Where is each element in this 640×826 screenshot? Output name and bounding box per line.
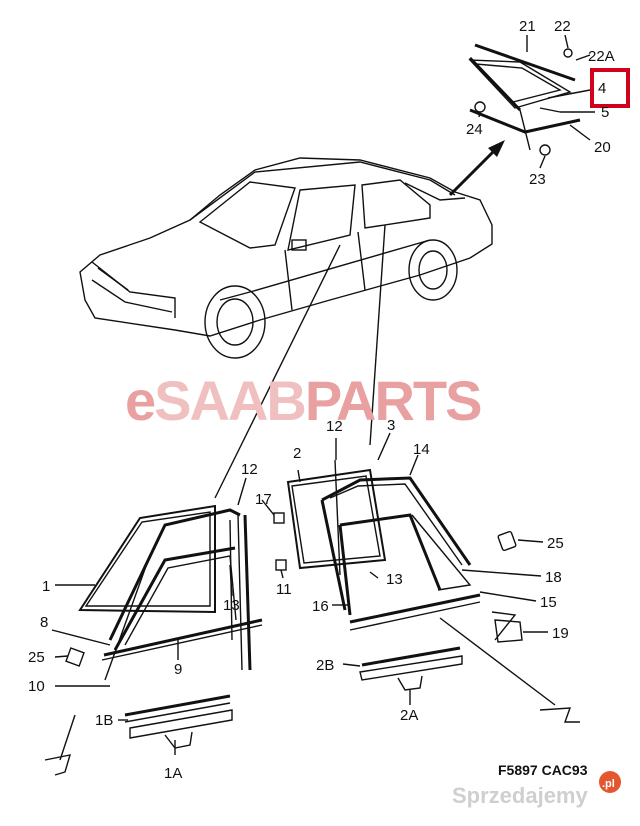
callout-16: 16	[312, 598, 329, 615]
callout-18: 18	[545, 569, 562, 586]
callout-14: 14	[413, 441, 430, 458]
callout-25-front: 25	[28, 649, 45, 666]
watermark-parts: PARTS	[305, 369, 481, 432]
callout-2a: 2A	[400, 707, 418, 724]
callout-1: 1	[42, 578, 50, 595]
callout-25-rear: 25	[547, 535, 564, 552]
watermark-logo: eSAABPARTS	[125, 369, 481, 432]
callout-5: 5	[601, 104, 609, 121]
callout-13-front: 13	[223, 597, 240, 614]
rear-door-window-group	[286, 459, 580, 723]
watermark-e: e	[125, 369, 155, 432]
callout-2b: 2B	[316, 657, 334, 674]
callout-22a: 22A	[588, 48, 615, 65]
seller-watermark: Sprzedajemy	[452, 783, 588, 808]
callout-15: 15	[540, 594, 557, 611]
callout-20: 20	[594, 139, 611, 156]
callout-21: 21	[519, 18, 536, 35]
callout-13-rear: 13	[386, 571, 403, 588]
callout-2: 2	[293, 445, 301, 462]
callout-11: 11	[276, 581, 292, 598]
callout-17: 17	[255, 491, 272, 508]
callout-19: 19	[552, 625, 569, 642]
callout-1a: 1A	[164, 765, 182, 782]
callout-23: 23	[529, 171, 546, 188]
callout-12-rear: 12	[326, 418, 343, 435]
callout-4-highlight-box	[590, 68, 630, 108]
callout-12-front: 12	[241, 461, 258, 478]
callout-22: 22	[554, 18, 571, 35]
car-illustration	[79, 157, 493, 359]
drawing-code: F5897 CAC93	[498, 762, 588, 778]
callout-3: 3	[387, 417, 395, 434]
seller-badge-circle	[599, 771, 621, 793]
callout-9: 9	[174, 661, 182, 678]
callout-24: 24	[466, 121, 483, 138]
arrow-to-quarter-window	[448, 140, 505, 197]
callout-10: 10	[28, 678, 45, 695]
watermark-saab: SAAB	[154, 369, 305, 432]
seller-badge: .pl	[602, 778, 615, 790]
leader-front-door	[214, 244, 341, 499]
leader-rear-door	[369, 224, 386, 446]
front-door-window-group	[44, 504, 287, 776]
callout-1b: 1B	[95, 712, 113, 729]
callout-4: 4	[598, 80, 606, 97]
callout-8: 8	[40, 614, 48, 631]
rear-quarter-window-group	[468, 43, 581, 156]
callout-leaders	[51, 34, 595, 755]
